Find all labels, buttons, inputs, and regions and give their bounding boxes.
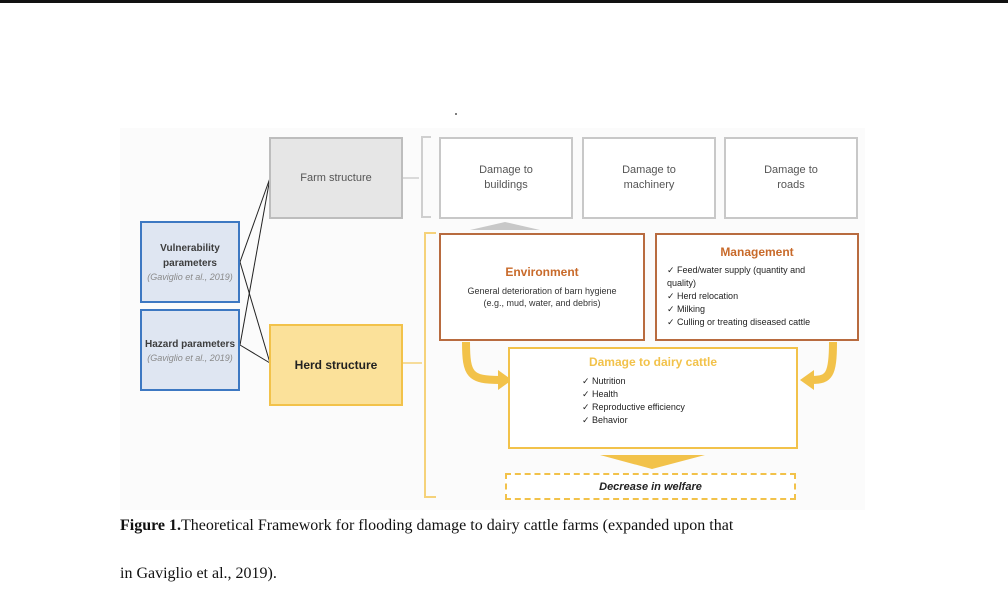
farm-structure-box: Farm structure <box>269 137 403 219</box>
management-item: ✓ Milking <box>667 304 706 314</box>
connector-vuln-farm <box>239 177 271 263</box>
env-arrowhead <box>498 370 512 390</box>
speck <box>455 113 457 115</box>
damage-cattle-title: Damage to dairy cattle <box>588 355 718 369</box>
herd-structure-box: Herd structure <box>269 324 403 406</box>
damage-cattle-list: ✓ Nutrition ✓ Health ✓ Reproductive effi… <box>510 375 685 427</box>
hazard-cite: (Gaviglio et al., 2019) <box>147 352 233 363</box>
environment-title: Environment <box>505 265 579 279</box>
environment-box: Environment General deterioration of bar… <box>439 233 645 341</box>
farm-structure-label: Farm structure <box>300 172 372 184</box>
hazard-parameters-box: Hazard parameters (Gaviglio et al., 2019… <box>140 309 240 391</box>
decrease-welfare-box: Decrease in welfare <box>505 473 796 500</box>
vulnerability-title: Vulnerability parameters <box>160 243 220 269</box>
connector-vuln-herd <box>239 261 271 364</box>
damage-machinery-label: Damage to machinery <box>622 164 676 191</box>
cattle-item: ✓ Behavior <box>582 415 628 425</box>
cattle-item: ✓ Health <box>582 389 619 399</box>
vulnerability-cite: (Gaviglio et al., 2019) <box>147 272 233 282</box>
cattle-item: ✓ Nutrition <box>582 376 626 386</box>
caption-line-1: Figure 1.Theoretical Framework for flood… <box>120 514 733 538</box>
mgmt-arrowhead <box>800 370 814 390</box>
damage-cattle-box: Damage to dairy cattle ✓ Nutrition ✓ Hea… <box>508 347 798 449</box>
management-item: ✓ Herd relocation <box>667 291 739 301</box>
damage-roads-label: Damage to roads <box>764 164 818 191</box>
vulnerability-parameters-box: Vulnerability parameters (Gaviglio et al… <box>140 221 240 303</box>
buildings-bracket <box>421 136 431 218</box>
herd-structure-label: Herd structure <box>294 358 378 372</box>
damage-buildings-label: Damage to buildings <box>479 164 533 191</box>
caption-label: Figure 1. <box>120 517 182 534</box>
caption-text-1: Theoretical Framework for flooding damag… <box>181 517 734 534</box>
damage-machinery-box: Damage to machinery <box>582 137 716 219</box>
management-list: ✓ Feed/water supply (quantity and qualit… <box>657 264 810 329</box>
cattle-to-welfare-chevron <box>600 455 705 469</box>
damage-roads-box: Damage to roads <box>724 137 858 219</box>
decrease-welfare-label: Decrease in welfare <box>599 480 702 493</box>
herd-bracket <box>424 232 436 498</box>
gray-chevron <box>470 222 540 230</box>
mgmt-to-cattle-arrow <box>811 341 837 384</box>
environment-text: General deterioration of barn hygiene (e… <box>467 286 617 308</box>
caption-line-2: in Gaviglio et al., 2019). <box>120 565 277 582</box>
env-to-cattle-arrow <box>462 341 501 384</box>
hazard-title: Hazard parameters <box>144 338 236 350</box>
management-item: ✓ Culling or treating diseased cattle <box>667 317 811 327</box>
cattle-item: ✓ Reproductive efficiency <box>582 402 685 412</box>
connector-hazard-farm <box>239 177 271 346</box>
management-item: ✓ Feed/water supply (quantity and qualit… <box>667 265 806 288</box>
damage-buildings-box: Damage to buildings <box>439 137 573 219</box>
management-title: Management <box>720 245 794 259</box>
connector-hazard-herd <box>239 344 271 364</box>
management-box: Management ✓ Feed/water supply (quantity… <box>655 233 859 341</box>
top-border <box>0 0 1008 3</box>
